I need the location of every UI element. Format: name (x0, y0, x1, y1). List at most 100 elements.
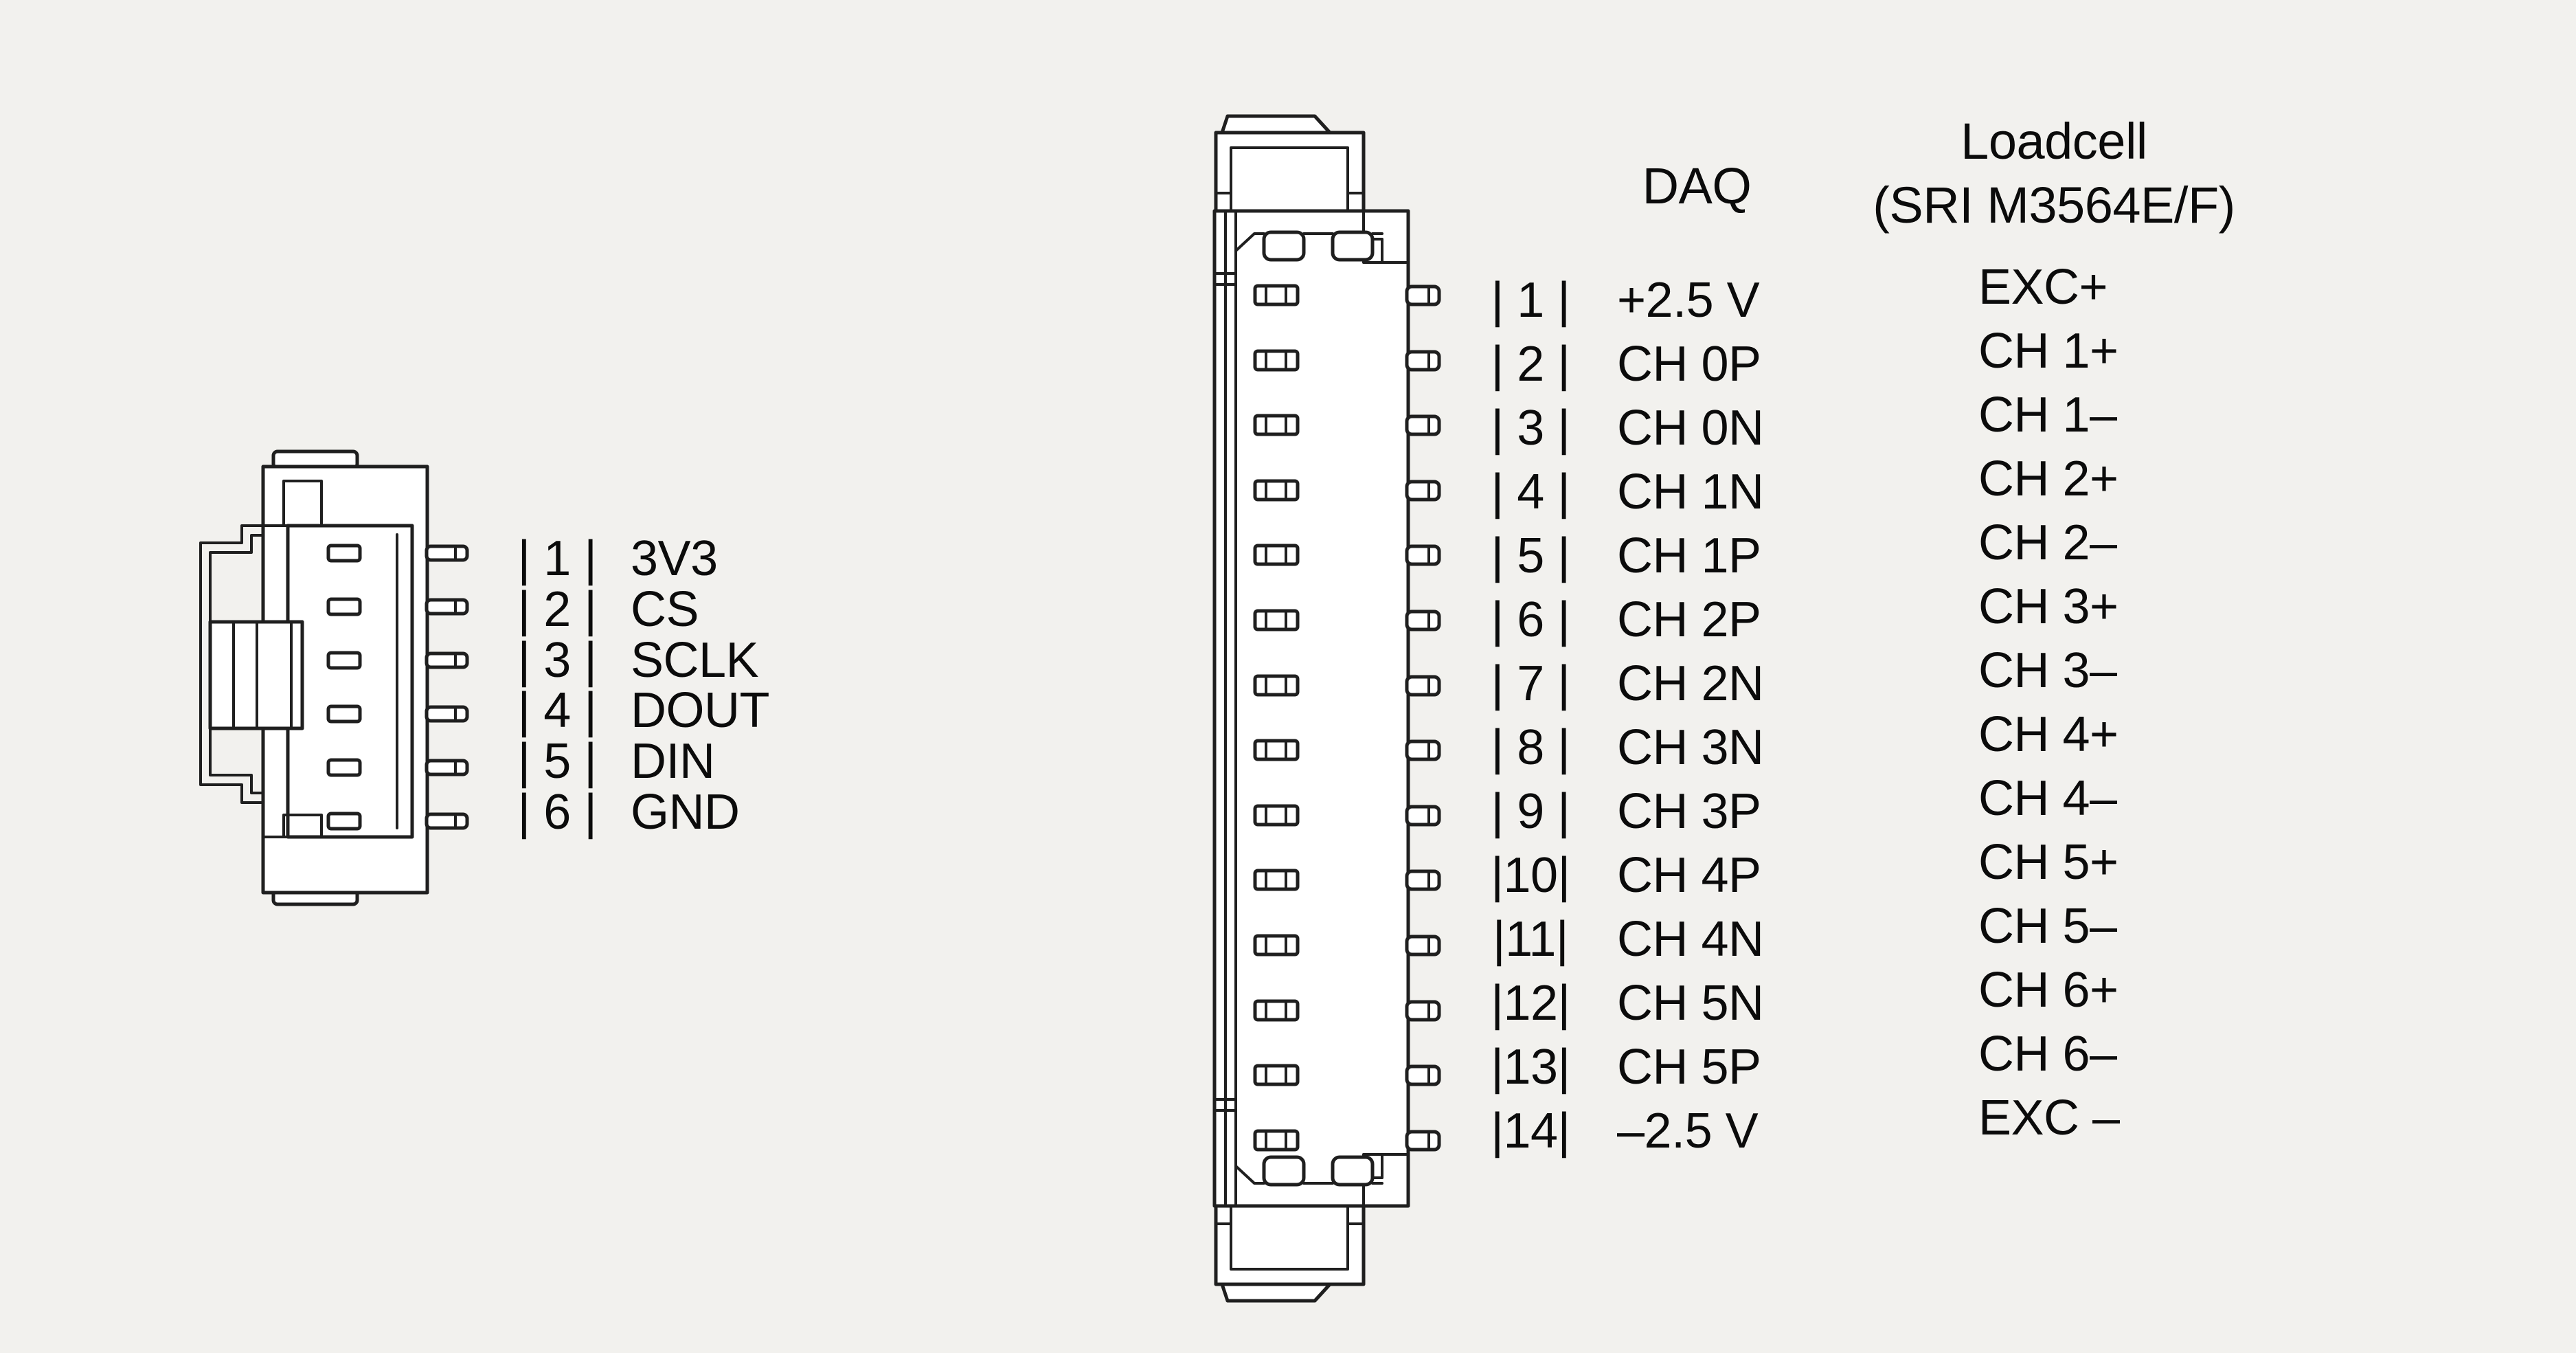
signal-row: CH 3+ (1978, 575, 2119, 639)
pin-signal: CH 0P (1617, 337, 1761, 392)
signal-row: EXC – (1978, 1086, 2120, 1150)
signal-row: CH 6+ (1978, 959, 2119, 1022)
pin-row: | 2 | CS (515, 584, 699, 635)
pin-row: | 6 | CH 2P (1488, 588, 1762, 652)
pin-number: | 6 | (1491, 592, 1570, 647)
pin-row: |10|CH 4P (1488, 844, 1761, 908)
loadcell-signal: CH 2+ (1978, 451, 2119, 506)
pin-signal: CH 2P (1617, 592, 1761, 647)
solder-pins (1407, 287, 1439, 1150)
pin-number: | 6 | (517, 785, 597, 840)
signal-row: CH 1+ (1978, 320, 2119, 383)
pin-number: | 9 | (1491, 784, 1570, 839)
signal-row: CH 6– (1978, 1022, 2117, 1086)
pin-row: |12|CH 5N (1488, 972, 1764, 1036)
loadcell-signal: CH 4+ (1978, 707, 2119, 762)
pin-number: | 4 | (517, 683, 597, 738)
signal-row: CH 3– (1978, 639, 2117, 703)
pin-signal: CH 4N (1617, 912, 1764, 967)
pin-signal: CS (631, 582, 699, 637)
loadcell-signal: CH 6– (1978, 1027, 2117, 1082)
pin-signal: CH 2N (1617, 656, 1764, 711)
pin-row: | 5 | CH 1P (1488, 524, 1762, 588)
pin-signal: CH 5P (1617, 1040, 1761, 1095)
pin-number: |12| (1491, 976, 1570, 1031)
signal-row: CH 4– (1978, 767, 2117, 831)
pin-number: |11| (1492, 912, 1569, 967)
pin-number: | 7 | (1491, 656, 1570, 711)
shell-bracket-outer (199, 524, 264, 804)
pin-row: | 8 | CH 3N (1488, 716, 1765, 780)
pin-row: | 2 | CH 0P (1488, 333, 1762, 396)
loadcell-signal: CH 4– (1978, 771, 2117, 826)
loadcell-signal: CH 2– (1978, 515, 2117, 570)
loadcell-signal: EXC+ (1978, 260, 2108, 315)
pin-signal: DIN (631, 734, 715, 789)
solder-pins (427, 546, 467, 828)
pin-number: | 2 | (517, 582, 597, 637)
daq-column-header: DAQ (1642, 157, 1752, 214)
signal-row: CH 2+ (1978, 447, 2119, 511)
pin-signal: CH 3N (1617, 720, 1764, 775)
pin-number: | 8 | (1491, 720, 1570, 775)
top-right-notch (1362, 210, 1410, 264)
signal-row: CH 5– (1978, 895, 2117, 959)
bottom-tab (1220, 1282, 1332, 1303)
pin-row: | 4 | CH 1N (1488, 460, 1765, 524)
pin-row: | 7 | CH 2N (1488, 652, 1765, 716)
housing-body (1212, 209, 1410, 1208)
loadcell-signal: EXC – (1978, 1091, 2120, 1145)
pin-signal: DOUT (631, 683, 769, 738)
pin-row: | 9 | CH 3P (1488, 780, 1762, 844)
pin-row: |13| CH 5P (1488, 1036, 1761, 1099)
pin-row: | 6 | GND (515, 787, 740, 838)
signal-row: CH 1– (1978, 383, 2117, 447)
signal-row: CH 5+ (1978, 831, 2119, 895)
pin-number: | 3 | (1491, 401, 1570, 456)
pin-row: |14|–2.5 V (1488, 1099, 1758, 1163)
pin-number: |14| (1491, 1104, 1570, 1159)
signal-row: EXC+ (1978, 256, 2108, 320)
pin-row: | 5 | DIN (515, 736, 715, 787)
signal-row: CH 4+ (1978, 703, 2119, 767)
pin-signal: +2.5 V (1617, 273, 1760, 328)
pin-signal: SCLK (631, 633, 759, 688)
pin-row: | 1 | +2.5 V (1488, 269, 1760, 333)
loadcell-signal: CH 1+ (1978, 324, 2119, 379)
pin-number: | 5 | (517, 734, 597, 789)
pin-row: |11| CH 4N (1488, 908, 1764, 972)
pin-signal: CH 3P (1617, 784, 1761, 839)
loadcell-header-line1: Loadcell (1961, 113, 2147, 170)
bottom-key-step (282, 814, 323, 838)
inner-cavity (286, 524, 414, 839)
pin-signal: CH 1N (1617, 465, 1764, 519)
pin-number: | 4 | (1491, 465, 1570, 519)
pin-signal: GND (631, 785, 740, 840)
pin-signal: CH 0N (1617, 401, 1764, 456)
pin-number: | 5 | (1491, 528, 1570, 583)
loadcell-signal: CH 3+ (1978, 579, 2119, 634)
pin-signal: 3V3 (631, 531, 718, 586)
signal-row: CH 2– (1978, 511, 2117, 575)
pin-number: |13| (1491, 1040, 1570, 1095)
loadcell-signal: CH 3– (1978, 643, 2117, 698)
loadcell-signal: CH 6+ (1978, 963, 2119, 1018)
pin-row: | 3 | CH 0N (1488, 396, 1765, 460)
loadcell-signal: CH 1– (1978, 388, 2117, 443)
loadcell-signal: CH 5+ (1978, 835, 2119, 890)
pin-row: | 3 |SCLK (515, 633, 759, 688)
pin-row: | 4 | DOUT (515, 683, 770, 738)
bottom-right-notch (1362, 1153, 1410, 1207)
pin-number: | 1 | (517, 531, 597, 586)
pin-number: |10| (1491, 848, 1570, 903)
pin-signal: CH 1P (1617, 528, 1761, 583)
loadcell-signal: CH 5– (1978, 899, 2117, 954)
pin-number: | 1 | (1491, 273, 1570, 328)
top-block (1214, 131, 1366, 213)
top-key-step (282, 480, 323, 527)
pin-row: | 1 | 3V3 (515, 531, 719, 586)
spi-connector-6pin-drawing (199, 449, 467, 906)
pin-number: | 2 | (1491, 337, 1570, 392)
